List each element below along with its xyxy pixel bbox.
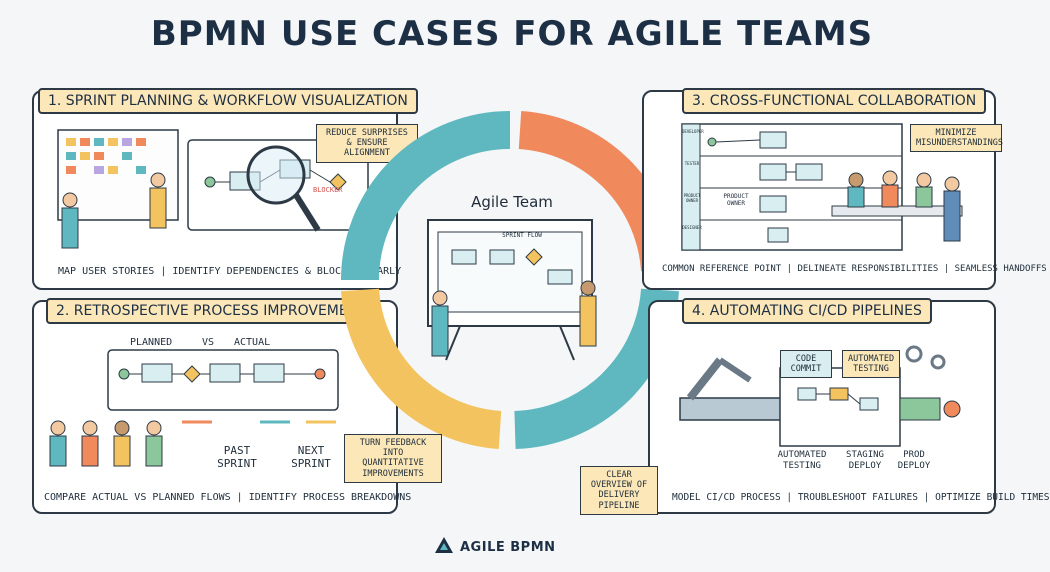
- past-sprint-label: PAST SPRINT: [217, 444, 257, 471]
- actual-label: ACTUAL: [234, 337, 271, 348]
- footer-brand: AGILE BPMN: [460, 540, 556, 555]
- sprint-flow-label: SPRINT FLOW: [502, 232, 542, 239]
- callout-pipeline: CLEAR OVERVIEW OF DELIVERY PIPELINE: [580, 466, 658, 515]
- next-sprint-label: NEXT SPRINT: [291, 444, 331, 471]
- blocker-tag: BLOCKER: [313, 186, 343, 194]
- stage-staging-deploy: STAGING DEPLOY: [846, 450, 884, 471]
- panel-1-heading: 1. SPRINT PLANNING & WORKFLOW VISUALIZAT…: [38, 88, 418, 114]
- panel-4-caption: MODEL CI/CD PROCESS | TROUBLESHOOT FAILU…: [672, 492, 1050, 503]
- stage-prod-deploy: PROD DEPLOY: [897, 450, 931, 471]
- stage-automated-testing-top: AUTOMATED TESTING: [842, 350, 900, 379]
- panel-4-heading: 4. AUTOMATING CI/CD PIPELINES: [682, 298, 932, 324]
- panel-1-caption: MAP USER STORIES | IDENTIFY DEPENDENCIES…: [58, 266, 402, 277]
- note-minimize: MINIMIZE MISUNDERSTANDINGS: [910, 124, 1003, 153]
- callout-feedback: TURN FEEDBACK INTO QUANTITATIVE IMPROVEM…: [344, 434, 442, 483]
- note-reduce-surprises: REDUCE SURPRISES & ENSURE ALIGNMENT: [316, 124, 418, 163]
- stage-automated-testing: AUTOMATED TESTING: [777, 450, 827, 471]
- lane-developer: DEVELOPER: [682, 129, 704, 134]
- stage-code-commit: CODE COMMIT: [780, 350, 832, 379]
- agile-team-label: Agile Team: [471, 193, 553, 211]
- panel-3-caption: COMMON REFERENCE POINT | DELINEATE RESPO…: [662, 264, 1047, 274]
- lane-designer: DESIGNER: [682, 225, 702, 230]
- product-owner-note: PRODUCT OWNER: [723, 193, 749, 208]
- panel-2-caption: COMPARE ACTUAL VS PLANNED FLOWS | IDENTI…: [44, 492, 412, 503]
- planned-label: PLANNED: [130, 337, 173, 348]
- swimlane-illustration: [681, 123, 963, 251]
- page-title: BPMN USE CASES FOR AGILE TEAMS: [150, 14, 874, 54]
- vs-label: VS: [202, 337, 215, 348]
- panel-2-heading: 2. RETROSPECTIVE PROCESS IMPROVEMENT: [46, 298, 377, 324]
- retrospective-illustration: [49, 349, 339, 467]
- panel-3-heading: 3. CROSS-FUNCTIONAL COLLABORATION: [682, 88, 987, 114]
- lane-tester: TESTER: [684, 161, 700, 166]
- agile-bpmn-logo-icon: [435, 537, 453, 553]
- cicd-pipeline-illustration: [679, 345, 961, 447]
- lane-product-owner: PRODUCT OWNER: [683, 193, 701, 203]
- agile-cycle-diagram: [341, 111, 679, 449]
